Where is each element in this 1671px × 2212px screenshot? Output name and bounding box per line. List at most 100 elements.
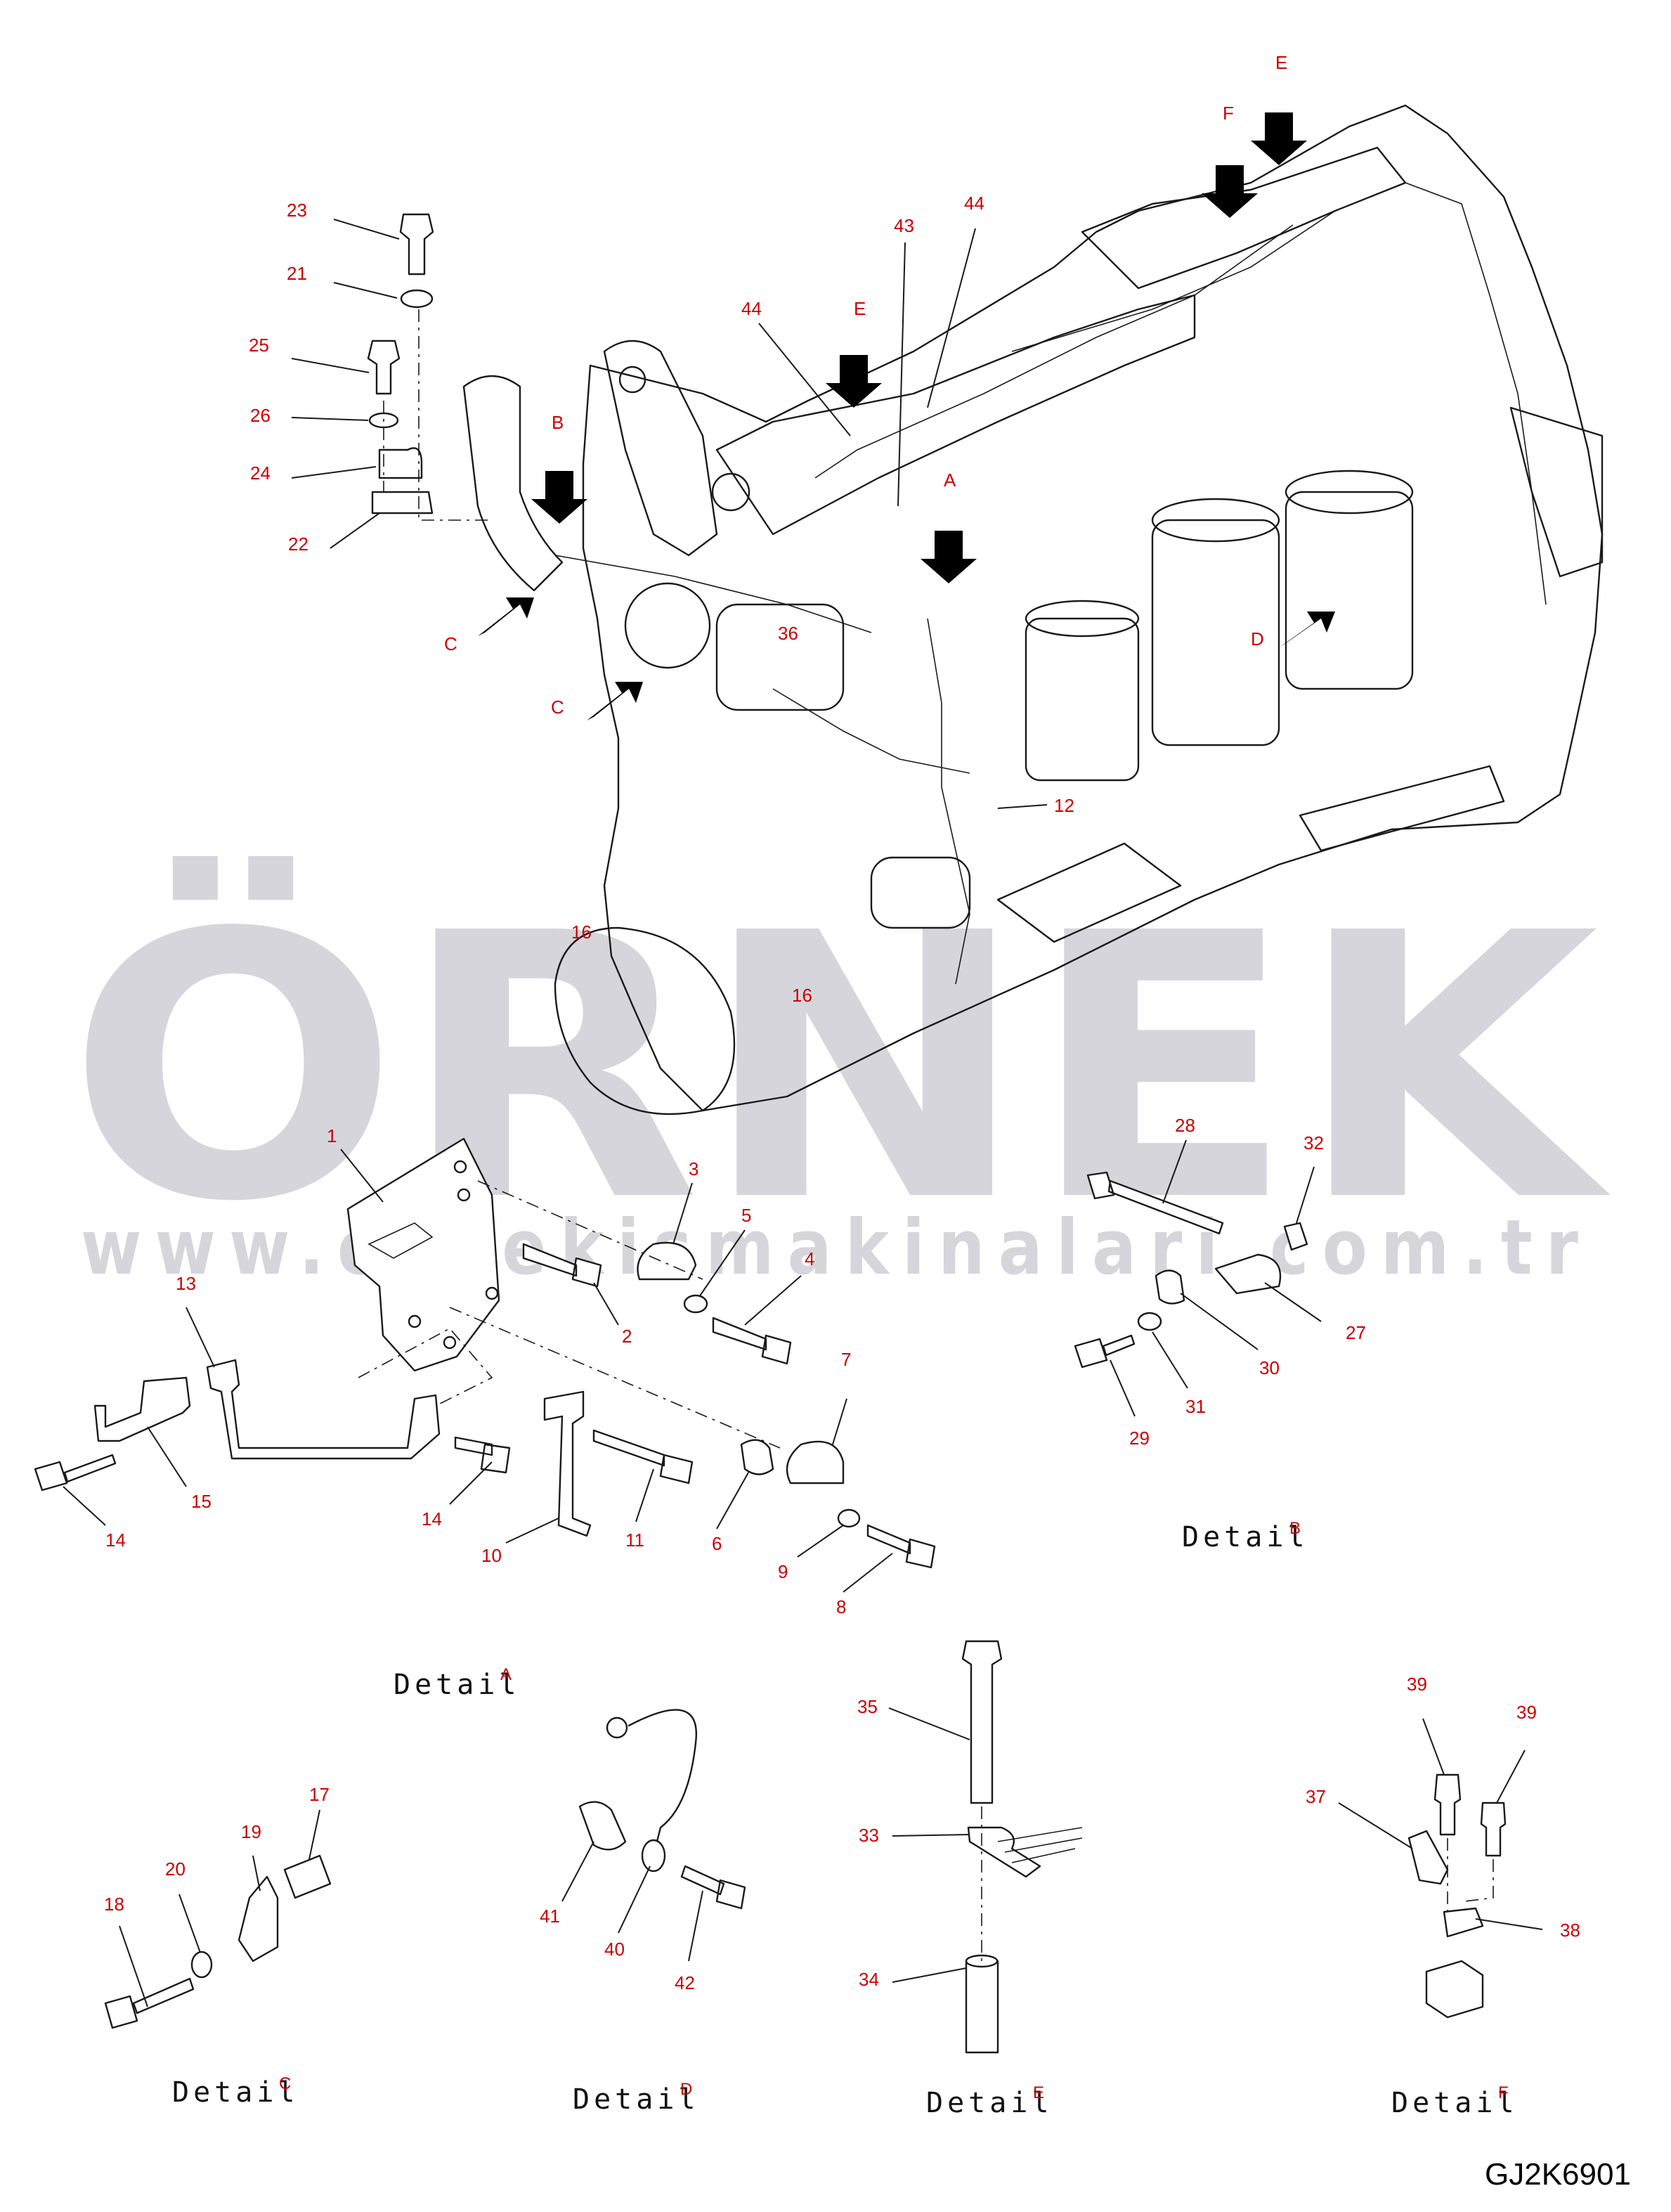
callout-11: 11 [625, 1529, 644, 1551]
arrow-c-2 [587, 682, 643, 720]
bolt-11-shape [592, 1429, 694, 1485]
filter-canister-3 [1285, 491, 1414, 690]
callout-36: 36 [778, 623, 798, 644]
leader-35 [888, 1707, 970, 1740]
drawing-code: GJ2K6901 [1485, 2157, 1631, 2192]
leader-31 [1152, 1331, 1188, 1389]
leader-14b [449, 1461, 493, 1505]
block-shape [1425, 1960, 1484, 2019]
leader-24 [291, 466, 377, 479]
detail-b-callouts: 28 32 27 30 31 29 [1129, 1115, 1366, 1449]
leader-30 [1180, 1293, 1259, 1350]
harness-line [772, 688, 970, 774]
bolt-4-shape [712, 1317, 792, 1365]
bolt-14-left [34, 1454, 117, 1492]
leader-44b [758, 323, 851, 436]
detail-b-letter: B [1289, 1519, 1301, 1538]
arrow-a [921, 531, 977, 583]
clamp-7-shape [786, 1440, 845, 1485]
centerline-a-3 [358, 1327, 493, 1406]
detail-f-drawing [1407, 1773, 1507, 2019]
callout-31: 31 [1185, 1396, 1206, 1417]
leader-28 [1162, 1139, 1187, 1204]
filter-canister-1-top [1025, 600, 1140, 638]
callout-letter-f: F [1223, 103, 1234, 124]
leader-20 [178, 1894, 201, 1953]
leader-4 [744, 1275, 802, 1326]
bolt-42-shape [680, 1865, 746, 1910]
watermark-brand: ÖRNEK [67, 853, 1613, 1282]
centerline-b [418, 309, 492, 521]
plate-1-hole [485, 1286, 499, 1300]
engine-small-parts [367, 213, 492, 521]
filter-canister-3-top [1285, 470, 1414, 515]
clip-24-shape [378, 447, 423, 479]
leader-15 [147, 1426, 187, 1487]
leader-lines [63, 219, 1543, 2007]
screw-39-right [1480, 1802, 1507, 1857]
callout-14a: 14 [105, 1529, 126, 1551]
callout-letter-c-1: C [444, 633, 457, 654]
callout-14b: 14 [422, 1508, 442, 1529]
callout-43: 43 [894, 215, 914, 236]
lifting-bracket [603, 339, 718, 557]
detail-d-letter: D [680, 2080, 692, 2099]
callout-30: 30 [1259, 1357, 1280, 1378]
leader-43 [897, 242, 906, 507]
plate-1-hole [457, 1188, 471, 1202]
detail-e-letter: E [1033, 2083, 1044, 2102]
leader-17 [308, 1809, 320, 1860]
leader-38 [1475, 1918, 1543, 1930]
bracket-22-shape [371, 491, 434, 515]
detail-e-callouts: 35 33 34 [857, 1696, 879, 1990]
bracket-hole [618, 366, 646, 394]
detail-e-caption: Detail [926, 2087, 1053, 2119]
bolt-28-shape [1086, 1171, 1224, 1235]
leader-34 [892, 1967, 967, 1983]
clip-19-shape [238, 1875, 279, 1962]
leader-7 [832, 1398, 847, 1445]
leader-3 [672, 1182, 693, 1245]
callout-16b: 16 [792, 985, 812, 1006]
engine-block-outline [582, 104, 1604, 1112]
starter-motor [870, 856, 971, 929]
leader-29 [1110, 1359, 1136, 1417]
leader-6 [716, 1472, 749, 1529]
leader-10 [505, 1518, 559, 1544]
plate-1-hole [443, 1335, 457, 1350]
leader-33 [892, 1834, 970, 1837]
harness-line [814, 224, 1294, 479]
callout-20: 20 [165, 1858, 186, 1880]
callout-44a: 44 [964, 193, 984, 214]
detail-f-callouts: 39 39 37 38 [1306, 1674, 1580, 1941]
leader-37 [1338, 1802, 1413, 1849]
leader-25 [291, 358, 370, 373]
detail-c-letter: C [279, 2074, 291, 2093]
callout-44b: 44 [741, 298, 762, 319]
detail-b-drawing [1074, 1171, 1308, 1369]
arrow-c-1 [478, 597, 534, 636]
callout-5: 5 [741, 1205, 751, 1226]
bolt-14-right [454, 1436, 511, 1474]
harness-line [927, 618, 970, 985]
plate-33-shape [967, 1826, 1041, 1878]
washer-9-shape [837, 1508, 861, 1528]
callout-21: 21 [287, 263, 307, 284]
plate-1-hole [453, 1160, 467, 1174]
callout-3: 3 [689, 1158, 698, 1179]
bolt-2-shape [522, 1243, 602, 1288]
callout-2: 2 [622, 1326, 632, 1347]
callout-28: 28 [1175, 1115, 1195, 1136]
callout-35: 35 [857, 1696, 878, 1717]
gear-housing [1509, 406, 1604, 578]
centerline-a-2 [449, 1307, 781, 1449]
leader-5 [698, 1229, 746, 1298]
washer-20-shape [190, 1951, 213, 1979]
arrow-e-mid [826, 355, 882, 408]
callout-27: 27 [1346, 1322, 1366, 1343]
callout-12: 12 [1054, 795, 1074, 816]
callout-37: 37 [1306, 1786, 1326, 1807]
callout-13: 13 [176, 1273, 196, 1294]
pump-body [715, 603, 845, 711]
leader-26 [291, 417, 369, 421]
